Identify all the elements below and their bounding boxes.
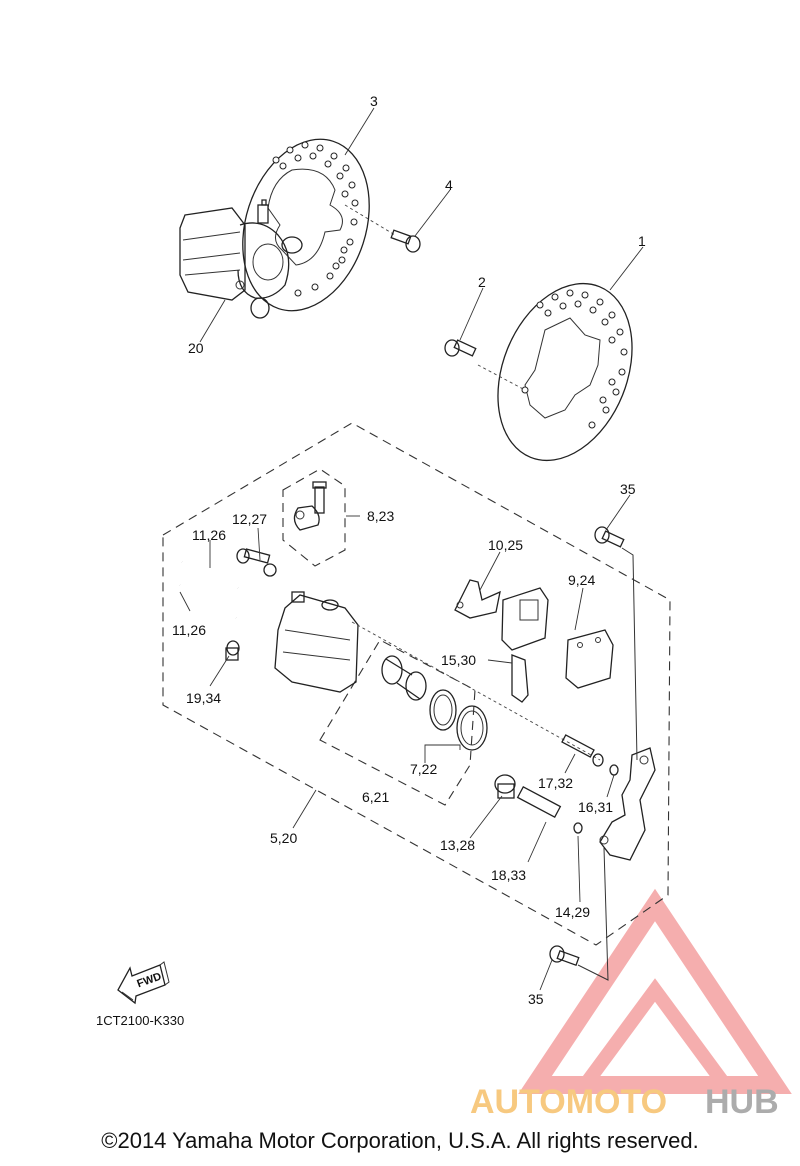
bleeder-group-boundary <box>282 468 346 567</box>
label-part-7-22: 7,22 <box>410 761 437 777</box>
label-part-18-33: 18,33 <box>491 867 526 883</box>
caliper-bracket <box>599 747 656 861</box>
piston-kit-boundary <box>319 639 476 806</box>
caliper-body <box>274 591 601 761</box>
caliper-assembly-upper <box>179 199 303 319</box>
label-part-6-21: 6,21 <box>362 789 389 805</box>
plug-19-34 <box>225 640 240 661</box>
brake-pads-9-24 <box>501 587 614 689</box>
pad-clip-15-30 <box>511 654 529 703</box>
rear-disc <box>477 282 633 462</box>
label-part-11-26-upper: 11,26 <box>192 527 226 543</box>
pad-spring-10-25 <box>454 579 501 619</box>
label-part-1: 1 <box>638 233 646 249</box>
bolt-35-upper <box>594 526 638 761</box>
label-part-11-26-lower: 11,26 <box>172 622 206 638</box>
pin-18-33 <box>516 785 583 834</box>
label-part-19-34: 19,34 <box>186 690 221 706</box>
label-part-10-25: 10,25 <box>488 537 523 553</box>
pins-11-26 <box>179 560 239 620</box>
watermark-text-primary: AUTOMOTO <box>470 1083 667 1121</box>
label-part-13-28: 13,28 <box>440 837 475 853</box>
pin-17-32 <box>561 734 619 776</box>
label-part-35-lower: 35 <box>528 991 544 1007</box>
bleeder-screw <box>293 481 327 531</box>
leader-lines <box>179 107 644 991</box>
copyright-notice: ©2014 Yamaha Motor Corporation, U.S.A. A… <box>101 1128 699 1153</box>
fwd-arrow-icon: FWD <box>117 961 170 1005</box>
label-part-15-30: 15,30 <box>441 652 476 668</box>
label-part-4: 4 <box>445 177 453 193</box>
bolt-2 <box>444 339 477 357</box>
label-part-2: 2 <box>478 274 486 290</box>
label-part-14-29: 14,29 <box>555 904 590 920</box>
watermark-logo: AUTOMOTO HUB <box>470 888 792 1121</box>
label-part-5-20: 5,20 <box>270 830 297 846</box>
label-part-9-24: 9,24 <box>568 572 595 588</box>
caliper-assembly-boundary <box>162 422 671 946</box>
piston-and-seals <box>381 655 488 751</box>
drawing-code: 1CT2100-K330 <box>96 1013 184 1028</box>
label-part-35-upper: 35 <box>620 481 636 497</box>
label-part-20: 20 <box>188 340 204 356</box>
bolt-4 <box>390 229 421 253</box>
label-part-3: 3 <box>370 93 378 109</box>
label-part-17-32: 17,32 <box>538 775 573 791</box>
label-part-8-23: 8,23 <box>367 508 394 524</box>
label-part-16-31: 16,31 <box>578 799 613 815</box>
bolt-35-lower <box>549 847 609 981</box>
front-disc-upper <box>242 138 396 312</box>
bolt-12-27 <box>236 548 277 577</box>
bushing-13-28 <box>494 774 516 799</box>
watermark-text-secondary: HUB <box>705 1083 779 1121</box>
label-part-12-27: 12,27 <box>232 511 267 527</box>
